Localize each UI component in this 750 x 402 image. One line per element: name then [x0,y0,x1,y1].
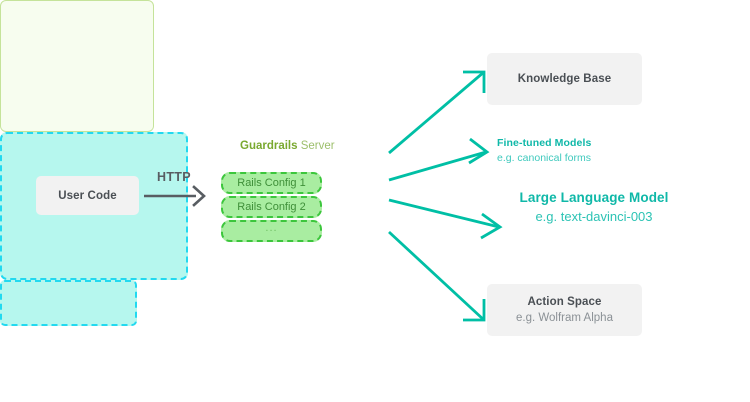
arrow-to-large-language-model [388,198,503,240]
arrow-to-fine-tuned-models [388,137,490,182]
action-space-box: Action Space e.g. Wolfram Alpha [487,284,642,336]
rails-config-label: Rails Config 1 [237,177,306,189]
action-space-title: Action Space [527,296,602,308]
fine-tuned-models-text: Fine-tuned Models e.g. canonical forms [497,136,591,166]
arrow-to-knowledge-base [388,70,486,155]
http-label: HTTP [157,170,191,184]
rails-config-chip[interactable]: Rails Config 1 [221,172,322,194]
arrow-to-action-space [388,230,486,322]
action-space-subtitle: e.g. Wolfram Alpha [516,312,613,324]
knowledge-base-title: Knowledge Base [517,73,612,85]
rails-config-chip[interactable]: ... [221,220,322,242]
server-title-bold: Guardrails [240,140,298,152]
rails-config-label: Rails Config 2 [237,201,306,213]
large-language-model-title: Large Language Model [519,190,669,205]
fine-tuned-models-title: Fine-tuned Models [497,137,592,149]
user-code-box: User Code [36,176,139,215]
fine-tuned-models-box [0,280,137,326]
guardrails-server-title: Guardrails Server [240,138,335,154]
server-title-light: Server [300,140,335,152]
rails-config-chip[interactable]: Rails Config 2 [221,196,322,218]
user-code-label: User Code [58,189,117,202]
guardrails-server-box [0,0,154,132]
fine-tuned-models-subtitle: e.g. canonical forms [497,152,591,164]
knowledge-base-box: Knowledge Base [487,53,642,105]
rails-config-label: ... [265,222,278,234]
large-language-model-subtitle: e.g. text-davinci-003 [535,209,653,224]
arrow-right-icon [144,185,206,207]
large-language-model-text: Large Language Model e.g. text-davinci-0… [500,188,688,226]
